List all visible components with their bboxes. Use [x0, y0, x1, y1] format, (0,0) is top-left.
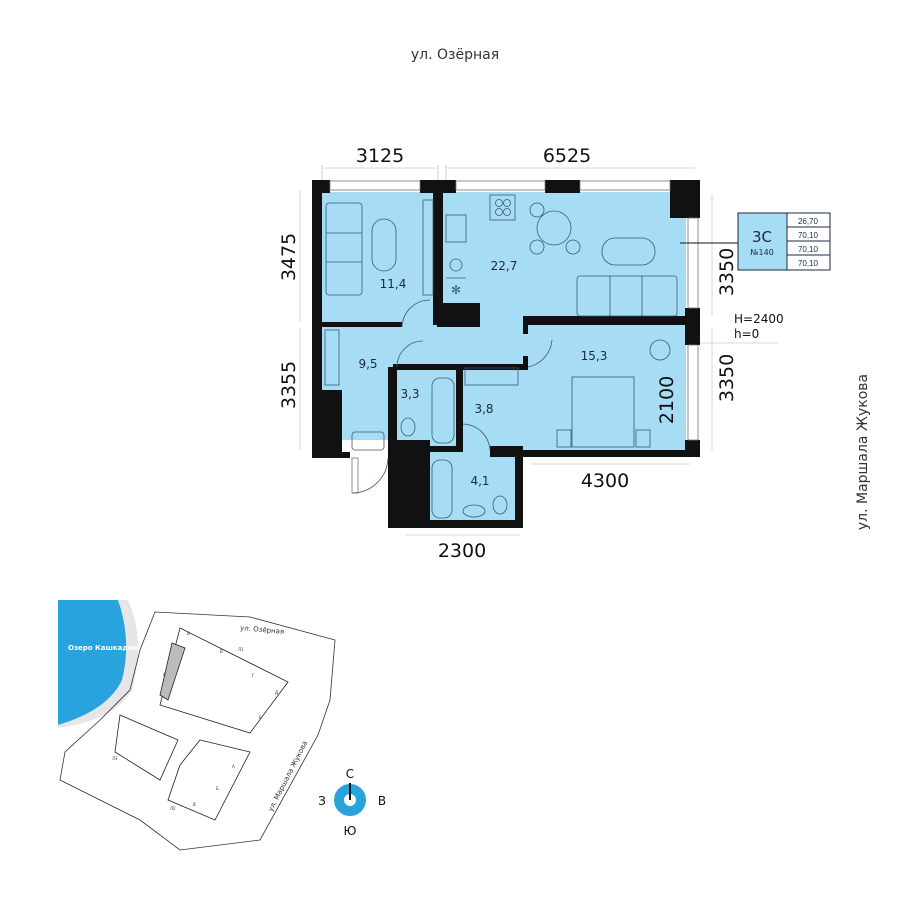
svg-text:В: В [193, 802, 196, 807]
street-label-top: ул. Озёрная [411, 47, 499, 63]
badge-area: 70,10 [798, 259, 819, 268]
compass-north: С [346, 767, 354, 781]
dim-left-top: 3475 [278, 233, 300, 281]
compass-west: З [318, 794, 326, 808]
dim-top-left: 3125 [356, 145, 404, 167]
floor-level: h=0 [734, 327, 759, 341]
street-label-right: ул. Маршала Жукова [855, 374, 871, 530]
room-area-hall: 9,5 [358, 357, 377, 371]
room-area-bathroom: 4,1 [470, 474, 489, 488]
compass-south: Ю [344, 824, 357, 838]
dim-top-right: 6525 [543, 145, 591, 167]
dim-bottom-center: 2300 [438, 540, 486, 562]
svg-text:Б: Б [187, 631, 190, 636]
svg-text:Г: Г [252, 673, 255, 678]
lake-label: Озеро Кашкадан [68, 644, 138, 652]
room-area-wc: 3,3 [400, 387, 419, 401]
apartment-floor [320, 192, 686, 522]
dim-right-bottom: 3350 [716, 354, 738, 402]
apartment-badge: 3С №140 26,70 70,10 70,10 70,10 [737, 212, 831, 271]
svg-text:Д: Д [275, 690, 278, 695]
svg-text:Б: Б [216, 786, 219, 791]
svg-text:А: А [163, 672, 166, 677]
room-area-kitchen-living: 22,7 [491, 259, 518, 273]
svg-text:✻: ✻ [451, 283, 461, 297]
badge-area: 26,70 [798, 217, 819, 226]
svg-text:Л2: Л2 [170, 806, 176, 811]
site-street-top: ул. Озёрная [240, 624, 285, 636]
badge-area: 70,10 [798, 245, 819, 254]
badge-number: №140 [750, 248, 774, 257]
walls [312, 180, 700, 528]
room-area-bedroom: 15,3 [581, 349, 608, 363]
badge-type: 3С [752, 228, 772, 246]
dim-left-bottom: 3355 [278, 361, 300, 409]
site-plan: Озеро Кашкадан ул. Озёрная ул. Маршала Ж… [58, 600, 336, 851]
room-area-bedroom-small: 11,4 [380, 277, 407, 291]
dim-bottom-right: 4300 [581, 470, 629, 492]
compass: С З В Ю [318, 767, 386, 838]
svg-text:Е: Е [259, 715, 262, 720]
dim-right-top: 3350 [716, 248, 738, 296]
room-area-corridor: 3,8 [474, 402, 493, 416]
dim-bedroom-inner: 2100 [656, 376, 678, 424]
svg-text:Л3: Л3 [112, 756, 118, 761]
ceiling-height: H=2400 [734, 312, 784, 326]
svg-text:А: А [232, 764, 235, 769]
svg-text:В: В [220, 649, 223, 654]
site-street-right: ул. Маршала Жукова [267, 740, 310, 813]
compass-east: В [378, 794, 386, 808]
badge-area: 70,10 [798, 231, 819, 240]
svg-text:Л1: Л1 [238, 647, 244, 652]
windows [329, 180, 699, 494]
furniture: ✻ [324, 194, 678, 519]
